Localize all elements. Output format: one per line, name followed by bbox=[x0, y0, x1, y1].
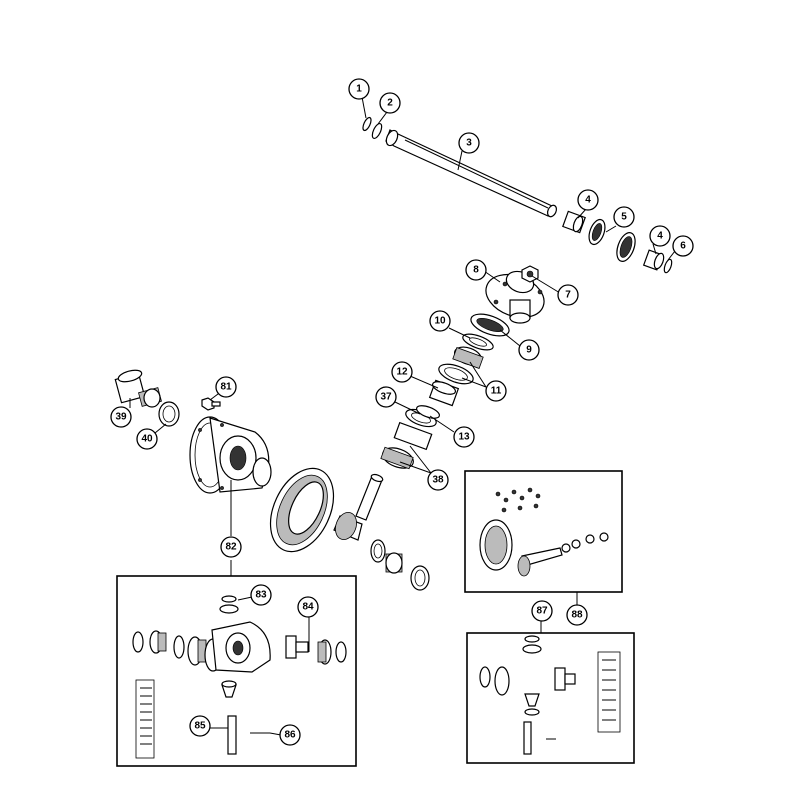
callout-8-number: 8 bbox=[473, 265, 479, 276]
callout-40: 40 bbox=[136, 428, 158, 450]
differential-kit-box bbox=[116, 575, 357, 767]
callout-37: 37 bbox=[375, 386, 397, 408]
ring-pinion-kit-box bbox=[464, 470, 623, 593]
callout-37-number: 37 bbox=[380, 392, 392, 403]
callout-83: 83 bbox=[250, 584, 272, 606]
callout-4b-number: 4 bbox=[657, 231, 663, 242]
side-bearing-part-39 bbox=[114, 369, 162, 408]
callout-87: 87 bbox=[531, 600, 553, 622]
bearing-cup-part-40 bbox=[158, 401, 180, 427]
callout-7-number: 7 bbox=[565, 290, 571, 301]
nut-part-7 bbox=[521, 265, 539, 283]
callout-3-number: 3 bbox=[466, 138, 472, 149]
callout-13: 13 bbox=[453, 426, 475, 448]
spacer-part-12 bbox=[428, 379, 460, 407]
callout-83-number: 83 bbox=[255, 590, 267, 601]
callout-4b: 4 bbox=[649, 225, 671, 247]
pinion-bearing-part-11 bbox=[438, 346, 484, 385]
callout-7: 7 bbox=[557, 284, 579, 306]
washer-part-10 bbox=[462, 333, 494, 351]
callout-84-number: 84 bbox=[302, 602, 314, 613]
callout-2: 2 bbox=[379, 92, 401, 114]
bearing-part-4b bbox=[642, 249, 665, 271]
callout-12-number: 12 bbox=[396, 367, 408, 378]
callout-11: 11 bbox=[485, 380, 507, 402]
callout-4a: 4 bbox=[577, 189, 599, 211]
ring-gear bbox=[269, 467, 335, 553]
leader-lines bbox=[129, 96, 676, 736]
snap-ring-part-2 bbox=[371, 123, 383, 139]
callout-6-number: 6 bbox=[680, 241, 686, 252]
callout-87-number: 87 bbox=[536, 606, 548, 617]
callout-9-number: 9 bbox=[526, 345, 532, 356]
pinion-seal-part-9 bbox=[470, 313, 510, 337]
callout-5-number: 5 bbox=[621, 212, 627, 223]
callout-9: 9 bbox=[518, 339, 540, 361]
bolt-part-81 bbox=[201, 397, 221, 411]
box-b-components bbox=[479, 487, 609, 577]
callout-82-number: 82 bbox=[225, 542, 237, 553]
callout-3: 3 bbox=[458, 132, 480, 154]
callout-38: 38 bbox=[427, 469, 449, 491]
callout-10: 10 bbox=[429, 310, 451, 332]
bearing-cup-part-37 bbox=[405, 408, 437, 428]
box-c-components bbox=[479, 635, 621, 755]
callout-81: 81 bbox=[215, 376, 237, 398]
callout-5: 5 bbox=[613, 206, 635, 228]
differential-case-part-82 bbox=[189, 416, 272, 494]
callout-8: 8 bbox=[465, 259, 487, 281]
callout-40-number: 40 bbox=[141, 434, 153, 445]
callout-88: 88 bbox=[566, 604, 588, 626]
bearing-part-4a bbox=[562, 210, 586, 234]
callout-6: 6 bbox=[672, 235, 694, 257]
callout-38-number: 38 bbox=[432, 475, 444, 486]
callout-85-number: 85 bbox=[194, 721, 206, 732]
box-a-components bbox=[132, 595, 347, 759]
callout-1-number: 1 bbox=[356, 84, 362, 95]
callout-39-number: 39 bbox=[115, 412, 127, 423]
callout-2-number: 2 bbox=[387, 98, 393, 109]
axle-shaft-part-3 bbox=[385, 129, 558, 218]
callout-13-number: 13 bbox=[458, 432, 470, 443]
callout-1: 1 bbox=[348, 78, 370, 100]
callout-86: 86 bbox=[279, 724, 301, 746]
carrier-bearings-lower bbox=[370, 539, 430, 591]
callout-11-number: 11 bbox=[491, 386, 502, 397]
callout-85: 85 bbox=[189, 715, 211, 737]
callout-82: 82 bbox=[220, 536, 242, 558]
shim-part-13 bbox=[415, 405, 441, 419]
callout-86-number: 86 bbox=[284, 730, 296, 741]
retainer-ring-part-6 bbox=[663, 258, 673, 274]
callout-4a-number: 4 bbox=[585, 195, 591, 206]
callout-12: 12 bbox=[391, 361, 413, 383]
seal-part-5 bbox=[588, 218, 636, 262]
pinion-gear bbox=[333, 473, 384, 541]
callout-84: 84 bbox=[297, 596, 319, 618]
callout-88-number: 88 bbox=[571, 610, 583, 621]
callout-10-number: 10 bbox=[434, 316, 446, 327]
gear-kit-box bbox=[466, 632, 635, 764]
callout-81-number: 81 bbox=[220, 382, 232, 393]
callout-39: 39 bbox=[110, 406, 132, 428]
snap-ring-part-1 bbox=[362, 116, 372, 132]
